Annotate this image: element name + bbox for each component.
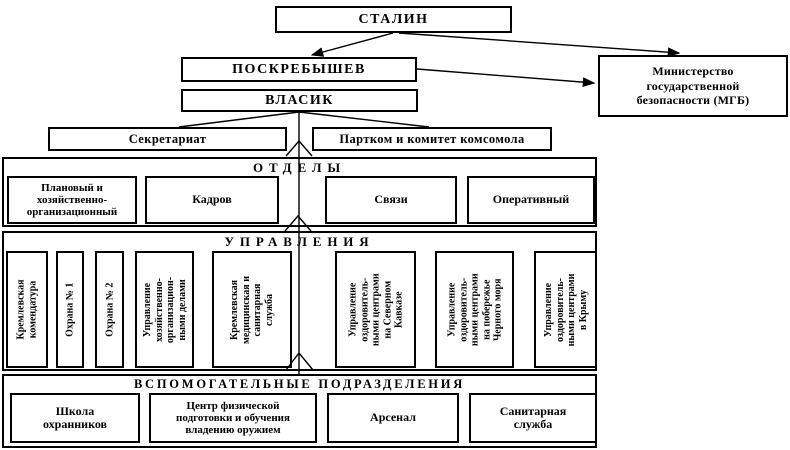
upr-ozdorov-krym: Управление оздоровитель- ными центрами в… <box>534 251 597 368</box>
otdel-planovyi: Плановый и хозяйственно- организационный <box>7 176 137 224</box>
line-vlasik-to-partkom <box>298 111 430 128</box>
node-partkom: Партком и комитет комсомола <box>312 127 552 151</box>
section-title-upravleniya: УПРАВЛЕНИЯ <box>224 234 375 249</box>
vsp-tsentr-fiz-podgotovki: Центр физической подготовки и обучения в… <box>149 393 317 443</box>
upr-khoz-delami: Управление хозяйственно- организацион- н… <box>135 251 194 368</box>
arrow-poskrebyshev-to-mgb <box>416 68 596 88</box>
section-title-otdely: ОТДЕЛЫ <box>253 160 346 175</box>
arrow-stalin-to-mgb <box>398 32 681 58</box>
vsp-sanitarnaya-sluzhba: Санитарная служба <box>469 393 597 443</box>
otdel-svyazi: Связи <box>325 176 457 224</box>
node-mgb: Министерство государственной безопасност… <box>598 55 788 117</box>
section-title-vspomogatelnye: ВСПОМОГАТЕЛЬНЫЕ ПОДРАЗДЕЛЕНИЯ <box>133 377 466 391</box>
upr-ozdorov-chernoe-more: Управление оздоровитель- ными центрами н… <box>435 251 514 368</box>
otdel-kadrov: Кадров <box>145 176 279 224</box>
vsp-arsenal: Арсенал <box>327 393 459 443</box>
upr-ozdorov-severnyi-kavkaz: Управление оздоровитель- ными центрами н… <box>335 251 416 368</box>
section-vspomogatelnye: ВСПОМОГАТЕЛЬНЫЕ ПОДРАЗДЕЛЕНИЯ Школа охра… <box>2 374 597 448</box>
upr-kreml-komendatura: Кремлевская комендатура <box>6 251 48 368</box>
upr-okhrana-1: Охрана № 1 <box>56 251 84 368</box>
node-sekretariat: Секретариат <box>48 127 287 151</box>
otdel-operativnyi: Оперативный <box>467 176 595 224</box>
chevron-otdely <box>285 139 313 157</box>
section-upravleniya: УПРАВЛЕНИЯ Кремлевская комендатура Охран… <box>2 231 597 371</box>
section-otdely: ОТДЕЛЫ Плановый и хозяйственно- организа… <box>2 157 597 227</box>
upr-kreml-med-sluzhba: Кремлевская медицинская и санитарная слу… <box>212 251 292 368</box>
node-stalin: СТАЛИН <box>275 6 512 33</box>
upr-okhrana-2: Охрана № 2 <box>95 251 124 368</box>
vsp-shkola-okhrannikov: Школа охранников <box>10 393 140 443</box>
line-vlasik-to-sekretariat <box>178 111 300 128</box>
arrow-stalin-to-poskrebyshev <box>310 32 394 57</box>
node-vlasik: ВЛАСИК <box>181 89 418 112</box>
node-poskrebyshev: ПОСКРЕБЫШЕВ <box>181 57 417 82</box>
